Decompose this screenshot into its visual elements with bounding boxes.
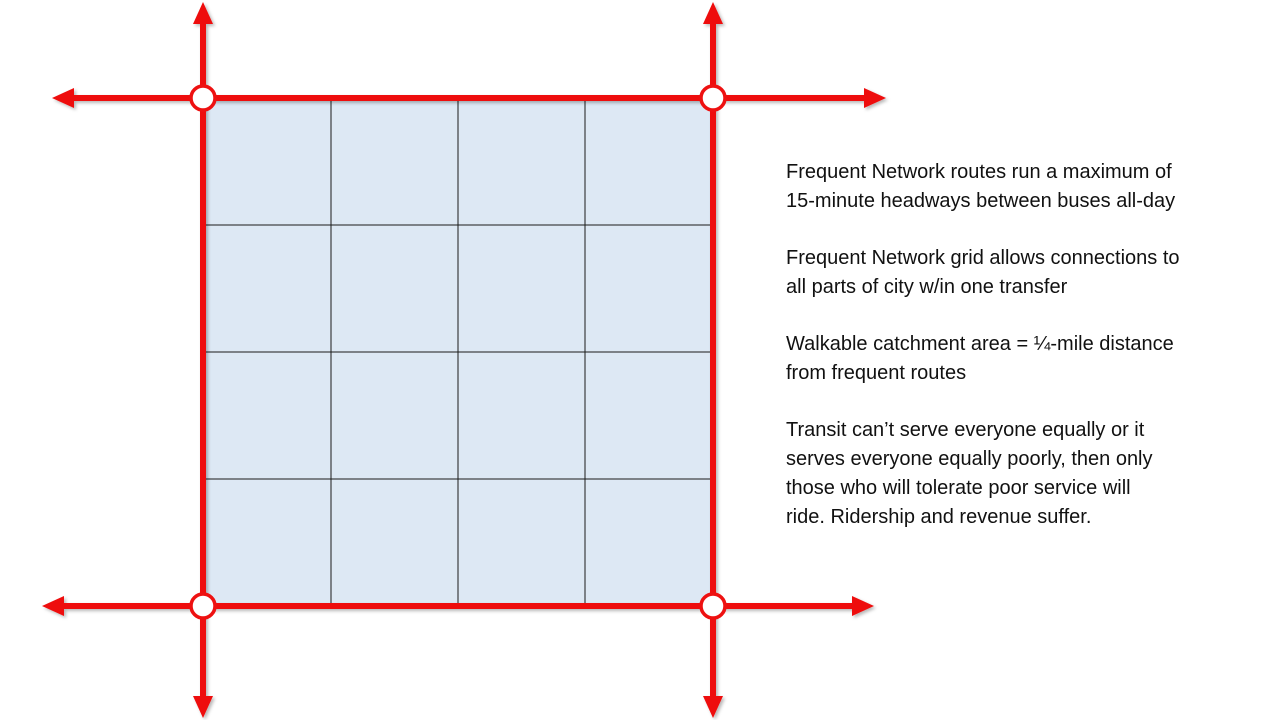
- transfer-points: [189, 84, 727, 620]
- note-catchment-area: Walkable catchment area = ¼-mile distanc…: [786, 333, 1174, 384]
- arrowhead-left: [52, 88, 74, 108]
- arrowhead-up: [703, 2, 723, 24]
- transfer-point-top-right: [699, 84, 727, 112]
- transfer-point-bottom-right: [699, 592, 727, 620]
- arrowhead-down: [193, 696, 213, 718]
- transfer-point-top-left: [189, 84, 217, 112]
- note-headways: Frequent Network routes run a maximum of…: [786, 161, 1176, 212]
- arrowhead-right: [852, 596, 874, 616]
- note-grid-connections: Frequent Network grid allows connections…: [786, 247, 1180, 298]
- route-vertical-left: [193, 2, 213, 718]
- transfer-point-bottom-left: [189, 592, 217, 620]
- route-vertical-right: [703, 2, 723, 718]
- notes-panel: Frequent Network routes run a maximum of…: [786, 158, 1256, 560]
- arrowhead-down: [703, 696, 723, 718]
- arrowhead-left: [42, 596, 64, 616]
- arrowhead-up: [193, 2, 213, 24]
- arrowhead-right: [864, 88, 886, 108]
- street-grid: [204, 98, 712, 606]
- note-service-equity: Transit can’t serve everyone equally or …: [786, 419, 1153, 528]
